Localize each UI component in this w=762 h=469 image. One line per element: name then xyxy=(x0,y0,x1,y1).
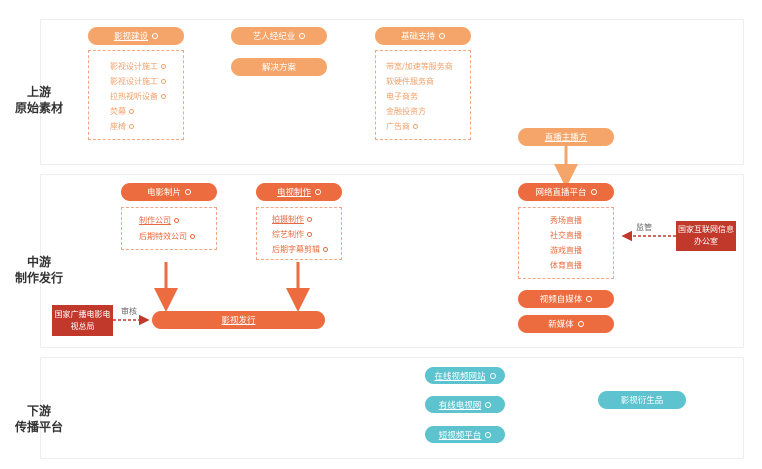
tv-production-label: 电视制作 xyxy=(276,188,311,198)
infrastructure-item: 带宽/加速等服务商 xyxy=(386,62,453,71)
live-platform-label: 网络直播平台 xyxy=(535,188,587,198)
new-media-pill[interactable]: 新媒体 xyxy=(518,315,614,333)
review-label: 审核 xyxy=(121,307,137,316)
solution-pill[interactable]: 解决方案 xyxy=(231,58,327,76)
circle-icon xyxy=(307,232,312,237)
cac-label: 国家互联网信息办公室 xyxy=(678,225,734,246)
tv-production-item: 后期字幕剪辑 xyxy=(272,244,328,255)
stage-downstream-label: 下游传播平台 xyxy=(14,404,63,434)
film-production-item: 后期特效公司 xyxy=(139,231,195,242)
circle-icon xyxy=(174,218,179,223)
tv-production-list xyxy=(256,207,342,260)
live-platform-item: 社交直播 xyxy=(550,231,582,240)
cable-tv-pill[interactable]: 有线电视网 xyxy=(425,396,505,413)
film-build-list xyxy=(88,50,184,140)
tv-production-item: 拍摄制作 xyxy=(272,214,312,225)
film-build-item: 荧幕 xyxy=(110,106,134,117)
artist-agency-label: 艺人经纪业 xyxy=(252,32,296,42)
circle-icon xyxy=(129,124,134,129)
self-media-label: 视频自媒体 xyxy=(539,295,583,305)
circle-icon xyxy=(413,124,418,129)
infrastructure-label: 基础支持 xyxy=(400,32,435,42)
film-release-label: 影视发行 xyxy=(221,316,256,326)
derivatives-pill[interactable]: 影视衍生品 xyxy=(598,391,686,409)
live-anchor-pill[interactable]: 直播主播方 xyxy=(518,128,614,146)
tv-production-pill[interactable]: 电视制作 xyxy=(256,183,342,201)
circle-icon xyxy=(315,189,321,195)
solution-label: 解决方案 xyxy=(261,63,296,73)
circle-icon xyxy=(190,234,195,239)
circle-icon xyxy=(439,33,445,39)
live-platform-item: 游戏直播 xyxy=(550,246,582,255)
infrastructure-list xyxy=(375,50,471,140)
infrastructure-item: 电子商务 xyxy=(386,92,418,101)
film-production-item: 制作公司 xyxy=(139,215,179,226)
live-platform-item: 秀场直播 xyxy=(550,216,582,225)
circle-icon xyxy=(185,189,191,195)
cable-tv-label: 有线电视网 xyxy=(438,400,482,411)
circle-icon xyxy=(161,64,166,69)
sarft-box[interactable]: 国家广播电影电视总局 xyxy=(52,305,113,336)
circle-icon xyxy=(307,217,312,222)
short-video-label: 短视频平台 xyxy=(438,430,482,441)
film-build-label: 影视建设 xyxy=(113,32,148,42)
artist-agency-pill[interactable]: 艺人经纪业 xyxy=(231,27,327,45)
short-video-pill[interactable]: 短视频平台 xyxy=(425,426,505,443)
self-media-pill[interactable]: 视频自媒体 xyxy=(518,290,614,308)
live-platform-item: 体育直播 xyxy=(550,261,582,270)
circle-icon xyxy=(152,33,158,39)
circle-icon xyxy=(577,321,584,327)
film-build-item: 影视设计施工 xyxy=(110,61,166,72)
infrastructure-item: 软硬件服务商 xyxy=(386,77,434,86)
online-video-site-label: 在线视频网站 xyxy=(434,371,486,382)
live-platform-pill[interactable]: 网络直播平台 xyxy=(518,183,614,201)
tv-production-item: 综艺制作 xyxy=(272,229,312,240)
infrastructure-item: 金融投资方 xyxy=(386,107,426,116)
infrastructure-pill[interactable]: 基础支持 xyxy=(375,27,471,45)
midstream-section xyxy=(40,174,744,348)
derivatives-label: 影视衍生品 xyxy=(620,396,664,406)
cac-box[interactable]: 国家互联网信息办公室 xyxy=(676,221,736,251)
film-build-pill[interactable]: 影视建设 xyxy=(88,27,184,45)
live-platform-list xyxy=(518,207,614,279)
film-build-item: 拉热视听设备 xyxy=(110,91,166,102)
upstream-section xyxy=(40,19,744,165)
film-production-pill[interactable]: 电影制片 xyxy=(121,183,217,201)
film-build-item: 座椅 xyxy=(110,121,134,132)
circle-icon xyxy=(590,189,597,195)
circle-icon xyxy=(129,109,134,114)
downstream-section xyxy=(40,357,744,459)
stage-upstream-label: 上游原始素材 xyxy=(14,85,63,115)
circle-icon xyxy=(323,247,328,252)
circle-icon xyxy=(586,296,593,302)
circle-icon xyxy=(299,33,306,39)
circle-icon xyxy=(161,94,166,99)
sarft-label: 国家广播电影电视总局 xyxy=(54,309,111,331)
film-production-label: 电影制片 xyxy=(146,188,181,198)
circle-icon xyxy=(485,401,492,408)
circle-icon xyxy=(485,431,492,438)
film-release-pill[interactable]: 影视发行 xyxy=(152,311,325,329)
infrastructure-item: 广告商 xyxy=(386,121,418,132)
new-media-label: 新媒体 xyxy=(548,320,574,330)
film-production-list xyxy=(121,207,217,250)
circle-icon xyxy=(161,79,166,84)
stage-midstream-label: 中游制作发行 xyxy=(14,255,63,285)
circle-icon xyxy=(489,372,496,379)
online-video-site-pill[interactable]: 在线视频网站 xyxy=(425,367,505,384)
film-build-item: 影视设计施工 xyxy=(110,76,166,87)
supervise-label: 监管 xyxy=(636,223,652,232)
live-anchor-label: 直播主播方 xyxy=(544,133,588,143)
